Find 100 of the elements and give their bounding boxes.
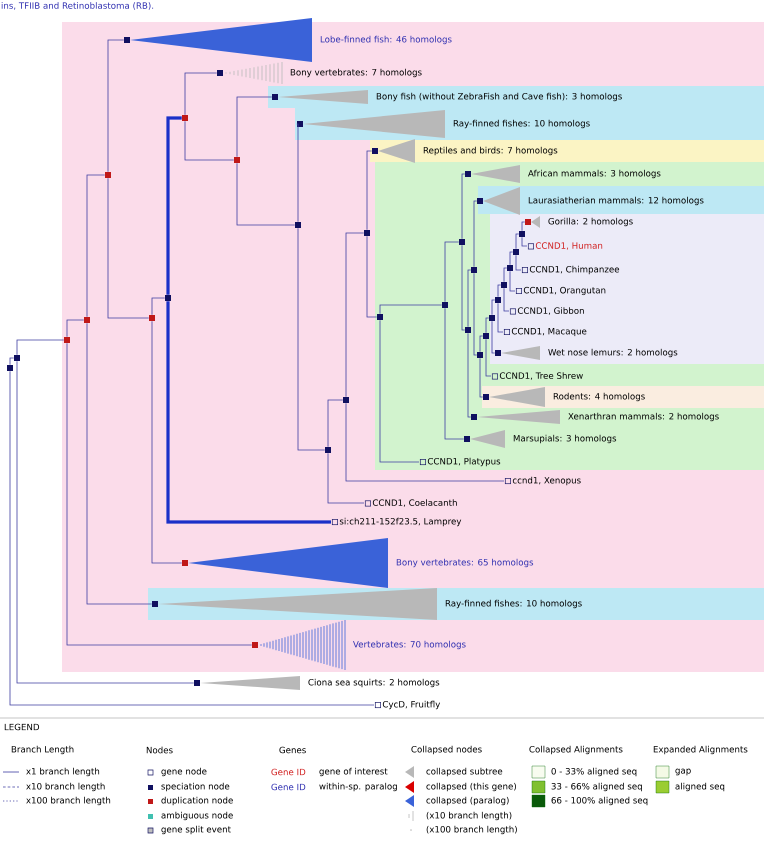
legend-heading: Nodes <box>146 746 173 754</box>
gene-leaf: CCND1, Coelacanth <box>364 499 457 507</box>
gene-leaf: si:ch211-152f23.5, Lamprey <box>332 518 462 526</box>
speciation-node <box>295 222 301 228</box>
legend-label: x1 branch length <box>26 768 100 776</box>
legend-label: collapsed (paralog) <box>426 796 509 806</box>
clade-label: Ray-finned fishes: 10 homologs <box>454 120 590 128</box>
legend-label: within-sp. paralog <box>319 782 397 792</box>
branch-line <box>166 301 331 524</box>
branch-line <box>366 236 378 318</box>
speciation-node <box>519 231 525 237</box>
clade-label: African mammals: 3 homologs <box>528 170 660 178</box>
branch-line <box>462 244 466 330</box>
speciation-node <box>442 302 448 308</box>
duplication-node <box>64 337 70 343</box>
gene-leaf: CCND1, Orangutan <box>516 286 606 296</box>
clade-label: Ciona sea squirts: 2 homologs <box>308 678 440 688</box>
branch-line <box>486 318 490 334</box>
branch-line <box>522 236 528 246</box>
branch-line <box>380 320 420 462</box>
branch-line <box>380 304 442 314</box>
branch-line <box>498 284 502 298</box>
branch-line <box>66 320 84 338</box>
legend-heading: Genes <box>279 746 306 754</box>
clade-label: Ray-finned fishes: 10 homologs <box>446 600 582 608</box>
speciation-node <box>165 295 171 301</box>
gene-leaf: CCND1, Gibbon <box>510 307 584 315</box>
branch-line <box>510 270 516 292</box>
branch-line <box>328 452 364 504</box>
speciation-node <box>377 314 383 320</box>
branch-line <box>468 332 472 418</box>
branch-line <box>66 342 252 646</box>
speciation-node <box>343 397 349 403</box>
branch-line <box>522 222 526 232</box>
branch-line <box>152 298 166 316</box>
duplication-node <box>234 157 240 163</box>
legend-heading: Collapsed Alignments <box>529 746 622 754</box>
branch-line <box>510 252 514 266</box>
branch-line <box>108 40 124 172</box>
gene-leaf: CCND1, Tree Shrew <box>492 372 583 380</box>
branch-line <box>184 120 234 160</box>
branch-line <box>346 402 504 482</box>
duplication-node <box>149 315 155 321</box>
legend-label: gene of interest <box>319 768 388 776</box>
legend-label: collapsed subtree <box>426 768 502 776</box>
legend-label: x10 branch length <box>26 782 105 792</box>
branch-line <box>516 254 522 270</box>
legend-label: gene node <box>161 768 207 776</box>
branch-line <box>236 96 272 158</box>
gene-leaf: CCND1, Platypus <box>420 458 500 466</box>
branch-line <box>346 232 364 398</box>
legend-label: aligned seq <box>675 782 724 792</box>
branch-line <box>16 360 194 684</box>
legend-label: speciation node <box>161 782 230 792</box>
gene-leaf: CCND1, Human <box>528 242 602 250</box>
gene-leaf: CCND1, Chimpanzee <box>522 266 620 274</box>
branch-line <box>108 178 150 318</box>
branch-line <box>236 162 296 226</box>
clade-label: Rodents: 4 homologs <box>554 392 645 402</box>
legend-title: LEGEND <box>4 724 40 730</box>
branch-line <box>462 174 466 240</box>
legend-label: 33 - 66% aligned seq <box>552 782 642 792</box>
legend-label: duplication node <box>161 796 233 806</box>
speciation-node <box>477 352 483 358</box>
legend-label: (x100 branch length) <box>426 826 517 834</box>
branch-line <box>480 336 484 352</box>
branch-line <box>10 358 14 366</box>
speciation-node <box>507 265 513 271</box>
speciation-node <box>513 249 519 255</box>
branch-line <box>328 400 344 448</box>
duplication-node <box>182 115 188 121</box>
legend-label: 66 - 100% aligned seq <box>552 796 648 806</box>
legend-heading: Collapsed nodes <box>411 746 482 754</box>
branch-line <box>492 300 496 316</box>
speciation-node <box>489 315 495 321</box>
speciation-node <box>7 365 13 371</box>
gene-leaf: ccnd1, Xenopus <box>504 476 581 486</box>
legend-label: gap <box>675 768 691 776</box>
branch-line <box>486 338 492 376</box>
legend-label: gene split event <box>161 826 231 834</box>
branch-line <box>474 272 478 356</box>
gene-id-sample: Gene ID <box>271 768 306 776</box>
clade-label: Bony vertebrates: 65 homologs <box>396 558 534 568</box>
branch-line <box>444 242 460 302</box>
legend-label: ambiguous node <box>161 812 233 820</box>
clade-label: Bony fish (without ZebraFish and Cave fish): 3 homologs <box>376 92 622 102</box>
speciation-node <box>471 267 477 273</box>
branch-line <box>480 358 484 398</box>
branch-line <box>498 302 504 332</box>
branch-line <box>366 150 372 230</box>
legend-heading: Expanded Alignments <box>654 746 748 754</box>
branch-line <box>444 308 464 440</box>
gene-id-sample: Gene ID <box>271 784 306 790</box>
branch-line <box>86 174 106 318</box>
legend-label: collapsed (this gene) <box>426 782 516 792</box>
clade-label: Lobe-finned fish: 46 homologs <box>320 36 452 44</box>
duplication-node <box>105 172 111 178</box>
branch-line <box>468 270 472 328</box>
branch-line <box>166 116 182 295</box>
speciation-node <box>501 282 507 288</box>
